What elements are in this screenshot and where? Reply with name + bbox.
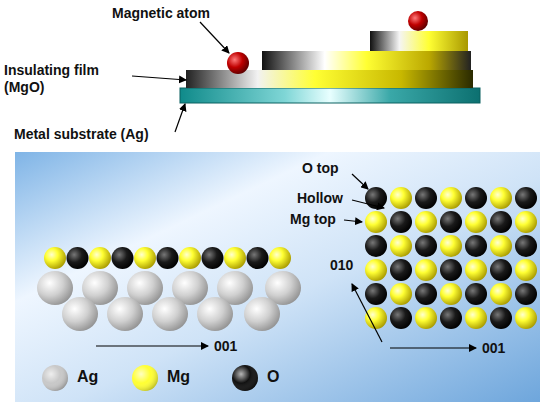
legend-swatch bbox=[232, 365, 258, 391]
label: O top bbox=[302, 160, 339, 177]
o-atom bbox=[465, 235, 487, 257]
o-atom bbox=[440, 259, 462, 281]
o-atom bbox=[440, 211, 462, 233]
leader-line bbox=[175, 104, 185, 132]
ag-atom bbox=[62, 297, 98, 331]
mgo-layer bbox=[262, 51, 471, 70]
mg-atom bbox=[415, 211, 437, 233]
label: Hollow bbox=[297, 190, 343, 207]
label: 001 bbox=[482, 340, 505, 357]
leader-line bbox=[344, 220, 362, 222]
background-panel bbox=[15, 152, 540, 402]
o-atom bbox=[415, 235, 437, 257]
mg-atom bbox=[179, 247, 201, 269]
swatch-shading bbox=[232, 365, 258, 391]
mgo-layer bbox=[186, 70, 473, 88]
o-atom bbox=[247, 247, 269, 269]
legend-text: O bbox=[267, 368, 279, 386]
mgo-layer bbox=[370, 31, 468, 51]
legend-text: Mg bbox=[167, 368, 190, 386]
o-atom bbox=[465, 187, 487, 209]
mg-atom bbox=[490, 283, 512, 305]
label: 001 bbox=[214, 338, 237, 355]
mg-atom bbox=[465, 307, 487, 329]
o-atom bbox=[515, 235, 537, 257]
mg-atom bbox=[440, 187, 462, 209]
mg-atom bbox=[44, 247, 66, 269]
o-atom bbox=[490, 211, 512, 233]
legend-swatch bbox=[132, 365, 158, 391]
label: Insulating film (MgO) bbox=[4, 62, 126, 96]
mg-atom bbox=[515, 211, 537, 233]
leader-line bbox=[200, 22, 229, 53]
mg-atom bbox=[465, 211, 487, 233]
o-atom bbox=[415, 283, 437, 305]
mg-atom bbox=[390, 235, 412, 257]
label: Metal substrate (Ag) bbox=[14, 126, 149, 143]
mg-atom bbox=[365, 211, 387, 233]
mg-atom bbox=[390, 283, 412, 305]
leader-line bbox=[352, 200, 384, 208]
mg-atom bbox=[440, 235, 462, 257]
legend-swatch bbox=[42, 365, 68, 391]
o-atom bbox=[515, 283, 537, 305]
mg-atom bbox=[440, 283, 462, 305]
axis-arrow bbox=[352, 284, 382, 342]
ag-atom bbox=[152, 297, 188, 331]
mg-atom bbox=[365, 307, 387, 329]
ag-atom bbox=[197, 297, 233, 331]
o-atom bbox=[465, 283, 487, 305]
mg-atom bbox=[89, 247, 111, 269]
mg-atom bbox=[365, 259, 387, 281]
mg-atom bbox=[515, 307, 537, 329]
o-atom bbox=[202, 247, 224, 269]
magnetic-atom bbox=[408, 11, 428, 31]
mg-atom bbox=[490, 187, 512, 209]
mg-atom bbox=[415, 307, 437, 329]
mg-atom bbox=[490, 235, 512, 257]
o-atom bbox=[390, 211, 412, 233]
o-atom bbox=[415, 187, 437, 209]
swatch-shading bbox=[42, 365, 68, 391]
mg-atom bbox=[390, 187, 412, 209]
mg-atom bbox=[515, 259, 537, 281]
ag-atom bbox=[107, 297, 143, 331]
o-atom bbox=[112, 247, 134, 269]
o-atom bbox=[157, 247, 179, 269]
ag-atom bbox=[37, 271, 73, 305]
legend-text: Ag bbox=[77, 368, 98, 386]
o-atom bbox=[365, 235, 387, 257]
mg-atom bbox=[269, 247, 291, 269]
label: Mg top bbox=[290, 211, 336, 228]
o-atom bbox=[67, 247, 89, 269]
magnetic-atom bbox=[227, 52, 249, 74]
leader-line bbox=[352, 174, 368, 189]
swatch-shading bbox=[132, 365, 158, 391]
o-atom bbox=[490, 259, 512, 281]
o-atom bbox=[390, 259, 412, 281]
ag-substrate bbox=[180, 88, 480, 103]
o-atom bbox=[515, 187, 537, 209]
mg-atom bbox=[134, 247, 156, 269]
o-atom bbox=[390, 307, 412, 329]
mg-atom bbox=[465, 259, 487, 281]
leader-line bbox=[132, 76, 186, 80]
o-atom bbox=[490, 307, 512, 329]
o-atom bbox=[440, 307, 462, 329]
label: 010 bbox=[330, 257, 353, 274]
mg-atom bbox=[224, 247, 246, 269]
axis-arrow bbox=[390, 347, 476, 348]
ag-atom bbox=[244, 297, 280, 331]
mg-atom bbox=[415, 259, 437, 281]
label: Magnetic atom bbox=[112, 5, 210, 22]
axis-arrow bbox=[96, 345, 208, 346]
o-atom bbox=[365, 283, 387, 305]
